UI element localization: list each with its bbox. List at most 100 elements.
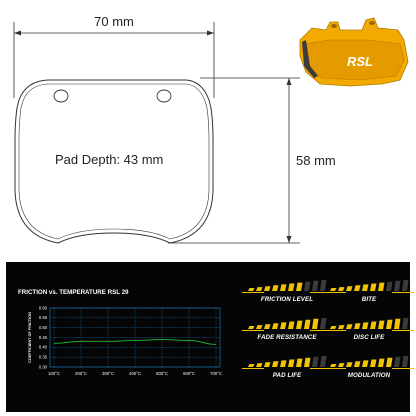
rating-bar-filled xyxy=(304,357,311,367)
rating-bar-filled xyxy=(264,362,271,367)
rating-bar-filled xyxy=(256,325,263,329)
chart-series-line xyxy=(53,338,217,345)
rating-bar-filled xyxy=(394,318,401,329)
rating-bar-filled xyxy=(280,284,287,291)
width-dimension-label: 70 mm xyxy=(94,14,134,29)
rating-bar-filled xyxy=(248,288,255,291)
rating-bar-empty xyxy=(394,356,401,367)
chart-y-axis-label: COEFFICIENT OF FRICTION xyxy=(28,312,32,363)
rating-bite: BITE xyxy=(324,280,414,308)
height-dimension-label: 58 mm xyxy=(296,153,336,168)
chart-x-tick-label: 400°C xyxy=(129,371,141,376)
rating-bars xyxy=(330,280,409,291)
rating-underline-right xyxy=(392,368,414,369)
pad-inner-outline xyxy=(18,83,210,240)
rating-bar-filled xyxy=(346,286,353,291)
rating-label: PAD LIFE xyxy=(272,372,302,379)
rating-bar-empty xyxy=(312,356,319,367)
chart-y-tick-label: 0.40 xyxy=(39,345,48,350)
rating-bar-filled xyxy=(386,319,393,329)
chart-x-tick-label: 300°C xyxy=(102,371,114,376)
rating-bars xyxy=(330,356,409,367)
chart-x-tick-label: 100°C xyxy=(48,371,60,376)
rating-bar-filled xyxy=(354,361,361,367)
rating-bar-filled xyxy=(346,362,353,367)
chart-y-tick-label: 0.50 xyxy=(39,325,48,330)
pad-drawing: 70 mm 58 mm Pad Depth: 43 mm RSL xyxy=(13,14,409,244)
rating-bar-filled xyxy=(378,282,385,291)
rating-bar-filled xyxy=(248,364,255,367)
chart-x-tick-label: 500°C xyxy=(156,371,168,376)
rating-bar-filled xyxy=(272,285,279,291)
rating-underline-right xyxy=(392,330,414,331)
rating-bar-filled xyxy=(288,359,295,367)
rating-bars xyxy=(330,318,409,329)
rating-bar-empty xyxy=(394,280,401,291)
rating-bar-filled xyxy=(272,361,279,367)
rating-underline-left xyxy=(324,330,346,331)
rating-underline-left xyxy=(242,368,264,369)
rating-bar-filled xyxy=(346,324,353,329)
chart-y-tick-label: 0.55 xyxy=(39,315,48,320)
rating-bar-filled xyxy=(330,288,337,291)
rating-bar-empty xyxy=(402,356,409,367)
rating-bar-filled xyxy=(362,360,369,367)
rating-bar-filled xyxy=(330,326,337,329)
rating-underline-right xyxy=(310,292,332,293)
chart-title: FRICTION vs. TEMPERATURE RSL 29 xyxy=(18,289,129,296)
rating-bar-filled xyxy=(354,323,361,329)
rating-bar-filled xyxy=(256,363,263,367)
rating-bar-filled xyxy=(378,320,385,329)
rsl-logo: RSL xyxy=(347,54,373,69)
rating-underline-right xyxy=(310,368,332,369)
rating-bar-filled xyxy=(280,360,287,367)
rating-bar-empty xyxy=(320,318,327,329)
chart-grid xyxy=(49,307,221,368)
rating-bar-filled xyxy=(304,319,311,329)
rating-bar-empty xyxy=(304,281,311,291)
chart-x-tick-label: 700°C xyxy=(210,371,222,376)
rating-bar-filled xyxy=(264,286,271,291)
rating-pad-life: PAD LIFE xyxy=(242,356,332,384)
rating-disc-life: DISC LIFE xyxy=(324,318,414,346)
rating-bar-empty xyxy=(320,356,327,367)
rating-bar-filled xyxy=(338,325,345,329)
rating-underline-left xyxy=(242,330,264,331)
rating-bar-empty xyxy=(402,318,409,329)
rating-label: MODULATION xyxy=(347,372,391,379)
chart-y-tick-label: 0.60 xyxy=(39,305,48,310)
height-arrow-top xyxy=(286,78,292,85)
rating-bar-filled xyxy=(354,285,361,291)
rating-bar-filled xyxy=(272,323,279,329)
height-arrow-bottom xyxy=(286,236,292,243)
rating-bar-filled xyxy=(264,324,271,329)
rating-bars xyxy=(248,318,327,329)
pad-depth-label: Pad Depth: 43 mm xyxy=(55,152,163,167)
rating-modulation: MODULATION xyxy=(324,356,414,384)
rating-bar-empty xyxy=(386,281,393,291)
rating-bar-filled xyxy=(256,287,263,291)
chart-y-ticks: 0.600.550.500.450.400.350.30 xyxy=(39,305,48,369)
mounting-hole-left xyxy=(53,89,69,103)
rating-bar-filled xyxy=(296,282,303,291)
friction-chart: FRICTION vs. TEMPERATURE RSL 29 0.60 0.55… xyxy=(18,289,222,376)
rating-friction-level: FRICTION LEVEL xyxy=(242,280,332,308)
mounting-hole-right xyxy=(156,89,172,103)
rating-bar-filled xyxy=(296,320,303,329)
rating-bar-filled xyxy=(280,322,287,329)
chart-x-tick-label: 600°C xyxy=(183,371,195,376)
rating-bar-filled xyxy=(338,363,345,367)
chart-y-tick-label: 0.35 xyxy=(39,355,48,360)
rating-bar-filled xyxy=(362,284,369,291)
rating-underline-left xyxy=(324,292,346,293)
rating-bar-filled xyxy=(370,359,377,367)
width-arrow-right xyxy=(207,30,214,36)
width-arrow-left xyxy=(14,30,21,36)
rating-bar-empty xyxy=(320,280,327,291)
rating-bar-filled xyxy=(362,322,369,329)
rating-bar-filled xyxy=(338,287,345,291)
chart-y-tick-label: 0.30 xyxy=(39,364,48,369)
rating-underline-left xyxy=(242,292,264,293)
rating-underline-left xyxy=(324,368,346,369)
rating-bar-filled xyxy=(288,283,295,291)
